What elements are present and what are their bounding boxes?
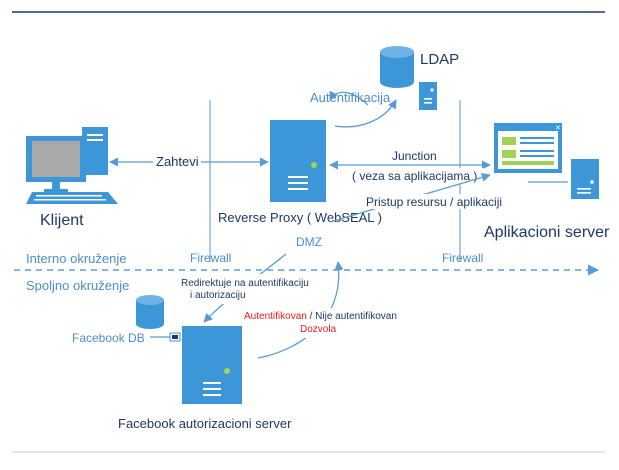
ldap-label: LDAP (420, 51, 459, 68)
proxy-server-icon (270, 120, 326, 202)
facebook-db-label: Facebook DB (72, 331, 145, 345)
client-computer-icon (26, 127, 118, 204)
facebook-db-icon (136, 295, 164, 329)
junction-sublabel: ( veza sa aplikacijama ) (352, 169, 477, 183)
authenticated-label: Autentifikovan (244, 311, 307, 322)
ldap-database-icon (380, 46, 414, 88)
proxy-label: Reverse Proxy ( WebSEAL ) (218, 210, 382, 225)
resource-access-label: Pristup resursu / aplikaciji (366, 195, 502, 209)
redirect-label: Redirektuje na autentifikaciju (181, 278, 309, 289)
svg-text:✕: ✕ (555, 125, 561, 132)
application-window-icon: ✕ (494, 123, 562, 173)
facebook-server-label: Facebook autorizacioni server (118, 416, 292, 431)
app-server-icon (571, 159, 599, 199)
external-zone-label: Spoljno okruženje (26, 278, 129, 293)
internal-zone-label: Interno okruženje (26, 251, 126, 266)
auth-result-label: Autentifikovan / Nije autentifikovan (244, 311, 397, 322)
redirect-sublabel: i autorizaciju (190, 290, 246, 301)
auth-arrow-up (334, 99, 397, 128)
firewall-right-label: Firewall (442, 251, 483, 265)
firewall-left-label: Firewall (190, 251, 231, 265)
ldap-server-icon (419, 82, 437, 110)
authentication-label: Autentifikacija (310, 90, 391, 105)
allow-label: Dozvola (300, 324, 337, 335)
requests-label: Zahtevi (156, 154, 199, 169)
not-authenticated-label: Nije autentifikovan (315, 311, 397, 322)
junction-label: Junction (392, 149, 437, 163)
app-server-label: Aplikacioni server (484, 224, 610, 241)
client-label: Klijent (40, 212, 84, 229)
facebook-server-icon (182, 326, 242, 404)
dmz-label: DMZ (296, 235, 322, 249)
auth-arrow-down (329, 90, 369, 106)
